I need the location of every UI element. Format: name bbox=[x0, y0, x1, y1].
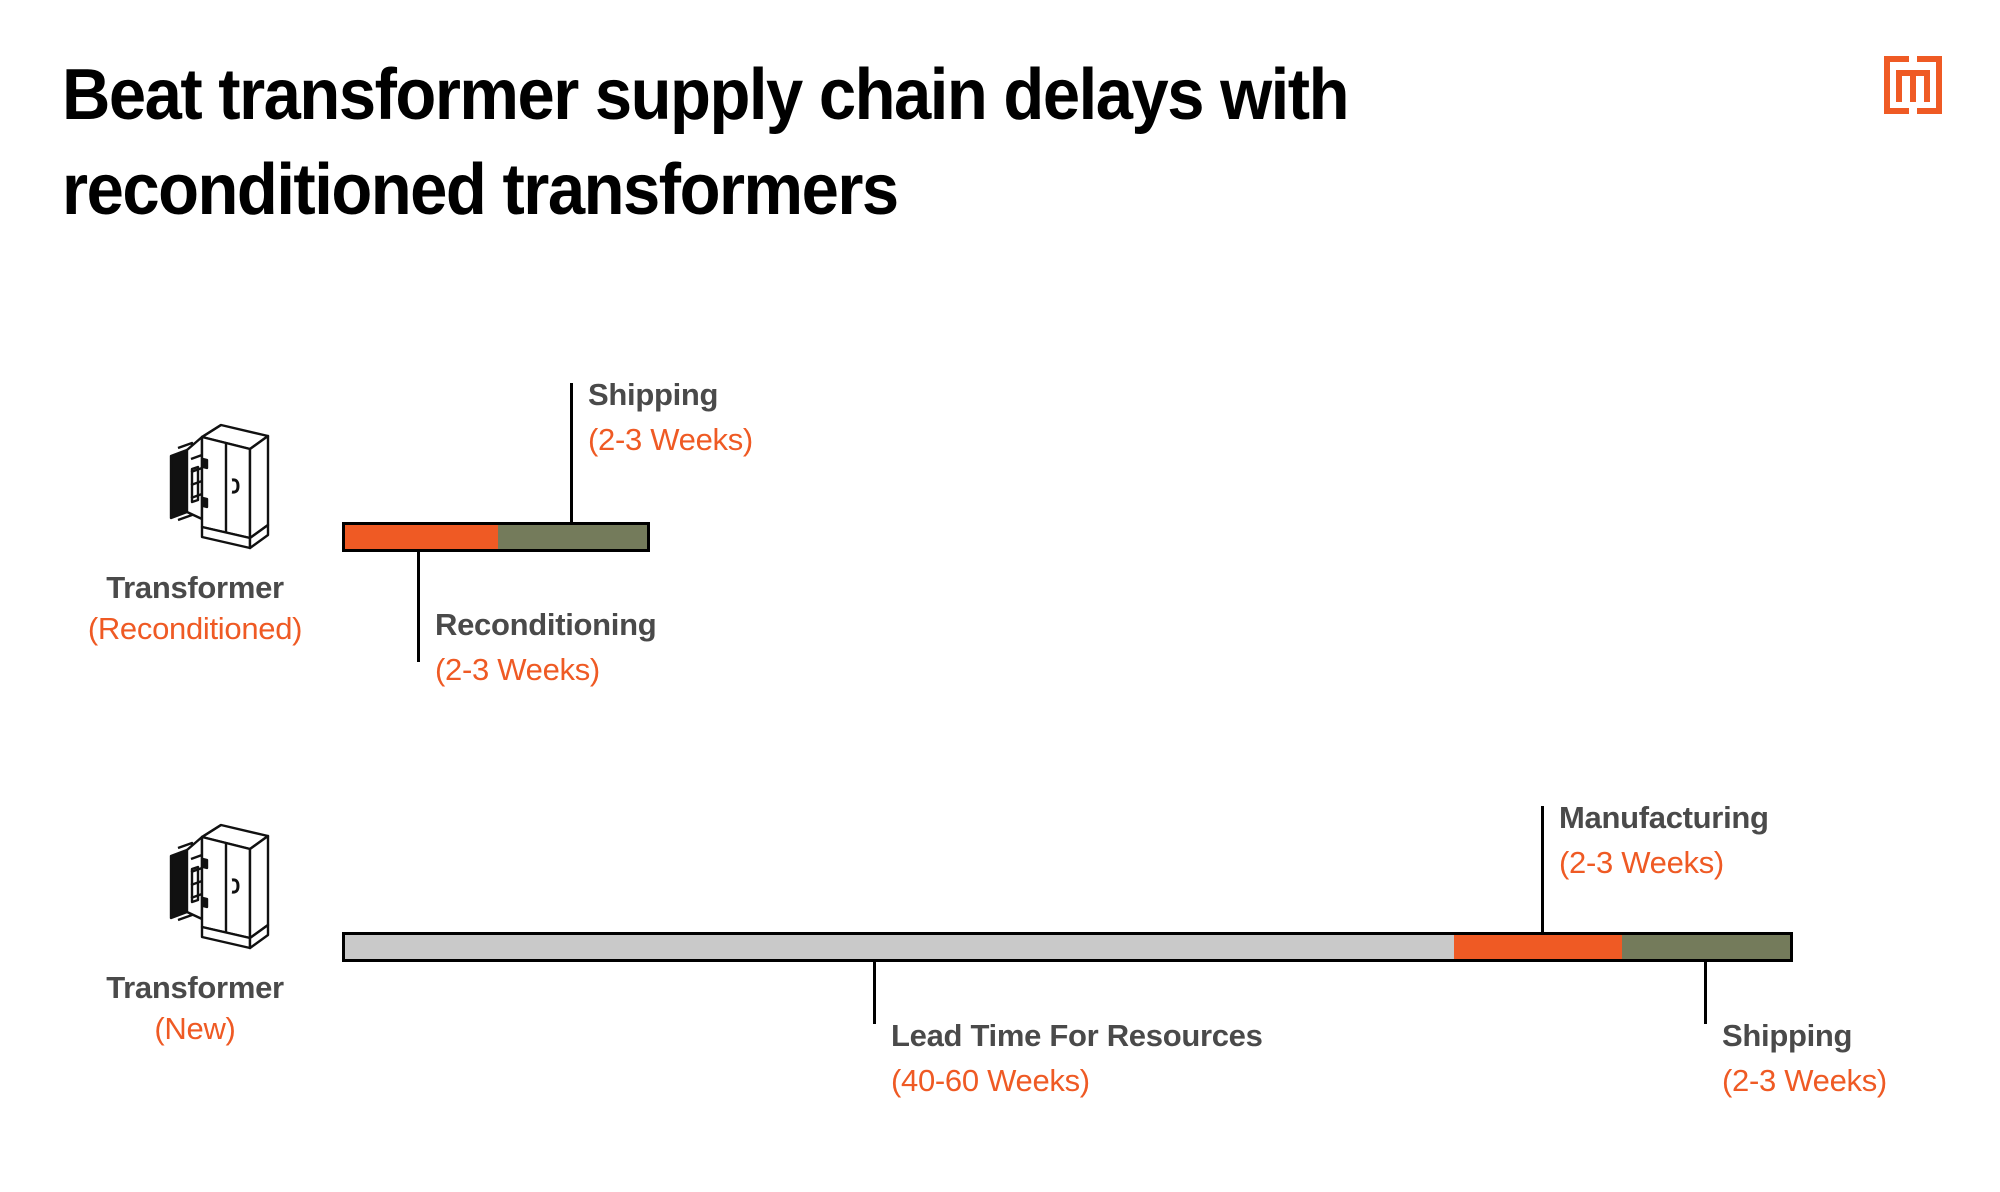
leader-line-shipping-top bbox=[570, 383, 573, 523]
callout-duration: (2-3 Weeks) bbox=[1722, 1063, 1887, 1098]
bar-new bbox=[342, 932, 1793, 962]
callout-label: Shipping bbox=[1722, 1018, 1853, 1053]
m-bracket-logo bbox=[1880, 52, 1946, 118]
callout-duration: (40-60 Weeks) bbox=[891, 1063, 1090, 1098]
leader-line-lead-time bbox=[873, 962, 876, 1024]
caption-sub: (New) bbox=[154, 1011, 236, 1046]
callout-reconditioning: Reconditioning (2-3 Weeks) bbox=[435, 602, 657, 692]
caption-new: Transformer (New) bbox=[0, 967, 405, 1049]
caption-main: Transformer bbox=[106, 970, 284, 1005]
page-title: Beat transformer supply chain delays wit… bbox=[62, 48, 1662, 238]
bar-segment-lead-time bbox=[345, 935, 1454, 959]
page-title-line-1: Beat transformer supply chain delays wit… bbox=[62, 55, 1350, 135]
caption-main: Transformer bbox=[106, 570, 284, 605]
bar-segment-shipping bbox=[498, 525, 647, 549]
bar-segment-manufacturing bbox=[1454, 935, 1622, 959]
leader-line-manufacturing bbox=[1541, 806, 1544, 932]
callout-label: Lead Time For Resources bbox=[891, 1018, 1263, 1053]
callout-duration: (2-3 Weeks) bbox=[588, 422, 753, 457]
callout-label: Manufacturing bbox=[1559, 800, 1769, 835]
transformer-cabinet-icon bbox=[150, 412, 290, 562]
caption-reconditioned: Transformer (Reconditioned) bbox=[0, 567, 405, 649]
callout-label: Shipping bbox=[588, 377, 719, 412]
bar-segment-reconditioning bbox=[345, 525, 498, 549]
leader-line-shipping-bottom bbox=[1704, 962, 1707, 1024]
caption-sub: (Reconditioned) bbox=[87, 611, 303, 646]
transformer-cabinet-icon bbox=[150, 812, 290, 962]
callout-lead-time: Lead Time For Resources (40-60 Weeks) bbox=[891, 1013, 1263, 1103]
bar-segment-shipping bbox=[1622, 935, 1790, 959]
leader-line-reconditioning bbox=[417, 552, 420, 662]
callout-label: Reconditioning bbox=[435, 607, 657, 642]
bar-reconditioned bbox=[342, 522, 650, 552]
callout-shipping-bottom: Shipping (2-3 Weeks) bbox=[1722, 1013, 1887, 1103]
page-title-line-2: reconditioned transformers bbox=[62, 150, 899, 230]
callout-shipping-top: Shipping (2-3 Weeks) bbox=[588, 372, 753, 462]
callout-manufacturing: Manufacturing (2-3 Weeks) bbox=[1559, 795, 1769, 885]
callout-duration: (2-3 Weeks) bbox=[435, 652, 600, 687]
callout-duration: (2-3 Weeks) bbox=[1559, 845, 1724, 880]
